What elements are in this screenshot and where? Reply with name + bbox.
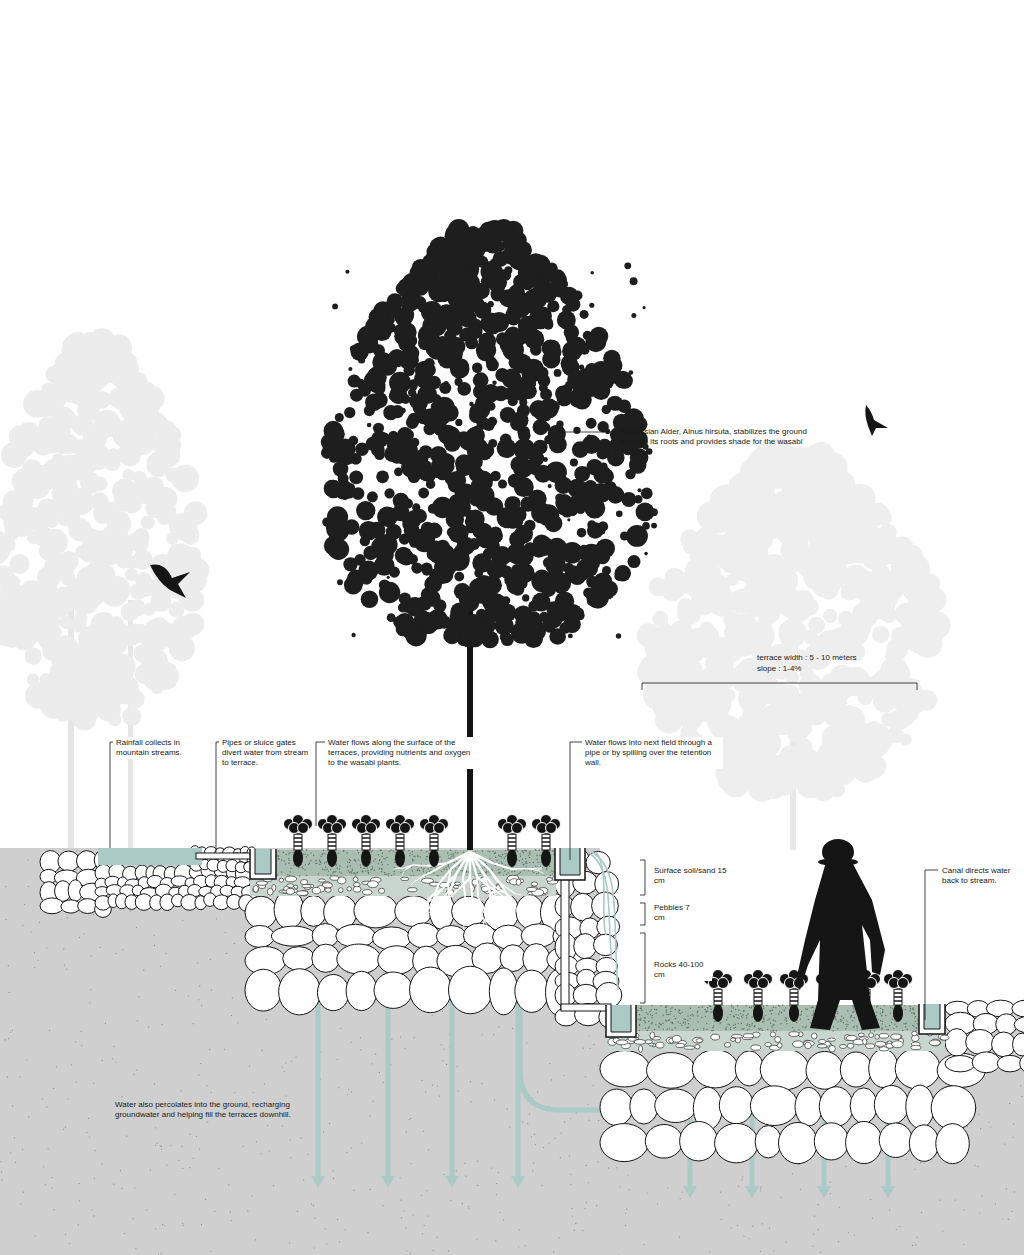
stage: East Asian Alder, Alnus hirsuta, stabili… <box>0 0 1024 1255</box>
